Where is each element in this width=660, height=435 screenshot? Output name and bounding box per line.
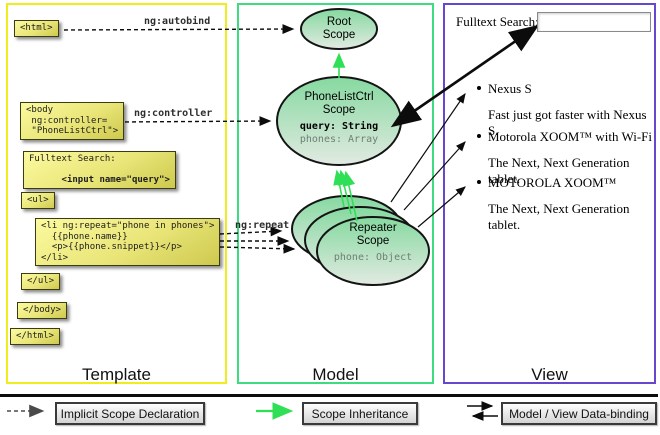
bullet-icon: [477, 134, 481, 138]
phone-list-item: Motorola XOOM™ with Wi-Fi The Next, Next…: [477, 129, 653, 187]
model-column: Model: [237, 3, 434, 384]
legend-implicit-scope: Implicit Scope Declaration: [55, 402, 205, 425]
phone-title: Nexus S: [488, 81, 532, 96]
phones-property: phones: Array: [299, 134, 379, 145]
phone-list-item: Nexus S Fast just got faster with Nexus …: [477, 81, 653, 139]
bullet-icon: [477, 86, 481, 90]
code-ul-open: <ul>: [21, 192, 55, 209]
phone-list-item: MOTOROLA XOOM™ The Next, Next Generation…: [477, 175, 653, 233]
root-scope-label: Root Scope: [322, 16, 356, 41]
template-column-title: Template: [82, 365, 151, 384]
bullet-icon: [477, 180, 481, 184]
code-html-open: <html>: [14, 20, 59, 37]
legend-scope-inheritance: Scope Inheritance: [302, 402, 418, 425]
code-fulltext-label: Fulltext Search:: [29, 154, 116, 164]
legend-double-arrow: [467, 401, 498, 421]
repeater-scope-label: Repeater Scope phone: Object: [311, 222, 435, 264]
fulltext-search-label: Fulltext Search:: [456, 14, 539, 29]
code-body-open: <body ng:controller= "PhoneListCtrl">: [20, 102, 125, 140]
fulltext-search-input[interactable]: [537, 12, 651, 32]
code-body-close: </body>: [17, 302, 67, 319]
repeater-scope-title: Repeater Scope: [349, 222, 397, 247]
code-html-close: </html>: [10, 328, 60, 345]
phonelistctrl-scope-label: PhoneListCtrl Scope query: String phones…: [277, 91, 401, 146]
legend-databinding: Model / View Data-binding: [501, 402, 657, 425]
code-fulltext-input: Fulltext Search: <input name="query">: [23, 151, 176, 189]
phone-desc: The Next, Next Generation tablet.: [488, 201, 630, 232]
phone-property: phone: Object: [333, 252, 413, 263]
phone-title: Motorola XOOM™ with Wi-Fi: [488, 129, 653, 144]
phone-desc: Fast just got faster with Nexus S.: [488, 107, 647, 138]
phone-desc: The Next, Next Generation tablet.: [488, 155, 630, 186]
code-li-repeat: <li ng:repeat="phone in phones"> {{phone…: [35, 218, 221, 266]
model-column-title: Model: [312, 365, 359, 384]
phonelistctrl-scope-title: PhoneListCtrl Scope: [304, 91, 374, 116]
code-ul-close: </ul>: [21, 273, 61, 290]
query-property: query: String: [299, 121, 379, 132]
ng-controller-label: ng:controller: [134, 108, 213, 119]
legend-separator: [0, 394, 658, 397]
view-column-title: View: [531, 365, 568, 384]
code-input-tag: <input name="query">: [50, 175, 170, 185]
phone-title: MOTOROLA XOOM™: [488, 175, 617, 190]
ng-autobind-label: ng:autobind: [144, 16, 211, 27]
ng-repeat-label: ng:repeat: [235, 220, 290, 231]
